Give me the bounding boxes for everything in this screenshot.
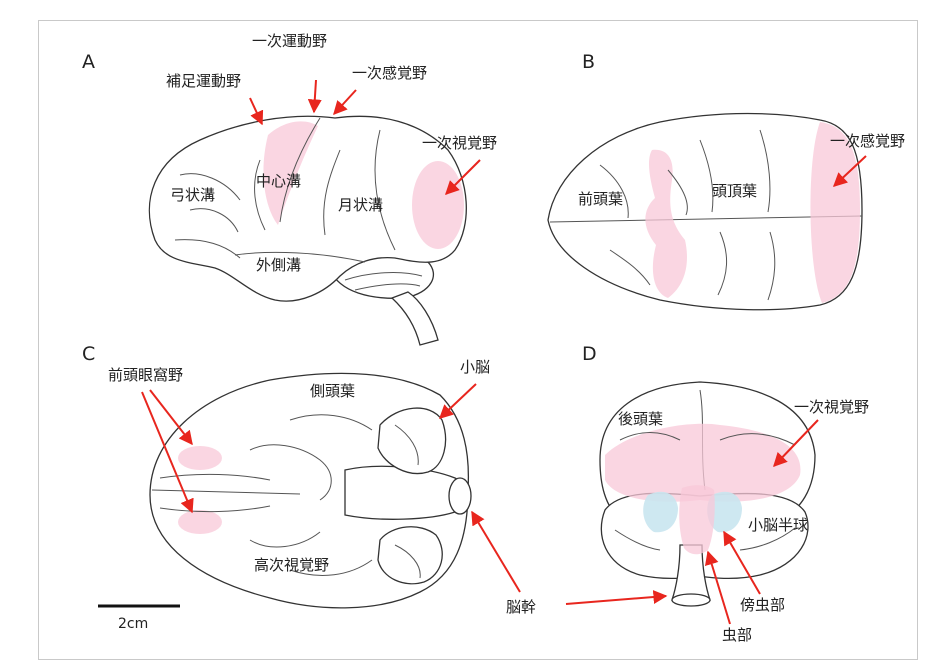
arrow-c-brainstem <box>472 512 520 592</box>
label-supplementary-motor: 補足運動野 <box>166 72 241 90</box>
arrow-a-primary-somatosensory <box>334 90 356 114</box>
label-arcuate-sulcus: 弓状溝 <box>170 186 215 204</box>
panel-a-brainstem <box>392 292 438 345</box>
panel-d: D 後頭葉 一次視覚野 小脳半球 傍虫部 虫部 <box>566 343 869 644</box>
label-orbitofrontal: 前頭眼窩野 <box>108 366 183 384</box>
label-a-primary-somatosensory: 一次感覚野 <box>352 64 427 82</box>
panel-b-letter: B <box>582 51 595 73</box>
label-lunate-sulcus: 月状溝 <box>338 196 383 214</box>
arrow-primary-motor <box>314 80 316 112</box>
panel-b: B 前頭葉 頭頂葉 一次感覚野 <box>548 51 905 310</box>
panel-a-letter: A <box>82 51 95 73</box>
label-parietal-lobe: 頭頂葉 <box>712 182 757 200</box>
label-temporal-lobe: 側頭葉 <box>310 382 355 400</box>
label-b-primary-somatosensory: 一次感覚野 <box>830 132 905 150</box>
panel-c: C 前頭眼窩野 側頭葉 小脳 高次視覚野 脳幹 <box>82 343 536 616</box>
label-cerebellar-hemisphere: 小脳半球 <box>748 516 808 534</box>
panel-c-orbitofrontal-lower <box>178 510 222 534</box>
label-brainstem: 脳幹 <box>506 598 536 616</box>
panel-d-vermis <box>679 485 715 554</box>
label-primary-motor: 一次運動野 <box>252 32 327 50</box>
label-central-sulcus: 中心溝 <box>256 172 301 190</box>
label-d-primary-visual: 一次視覚野 <box>794 398 869 416</box>
scale-bar: 2cm <box>98 606 180 632</box>
label-occipital-lobe: 後頭葉 <box>618 410 663 428</box>
panel-a: A 補足運動野 一次運動野 一次感覚野 一次視覚野 弓状溝 中心溝 <box>82 32 497 345</box>
arrow-d-brainstem <box>566 596 666 604</box>
panel-c-letter: C <box>82 343 95 365</box>
arrow-supplementary-motor <box>250 98 262 124</box>
label-vermis: 虫部 <box>722 626 752 644</box>
label-cerebellum: 小脳 <box>460 358 490 376</box>
panel-d-letter: D <box>582 343 597 365</box>
panel-a-visual-area <box>412 161 464 249</box>
label-paravermis: 傍虫部 <box>740 596 785 614</box>
label-a-primary-visual: 一次視覚野 <box>422 134 497 152</box>
label-higher-visual: 高次視覚野 <box>254 556 329 574</box>
label-lateral-sulcus: 外側溝 <box>256 256 301 274</box>
label-frontal-lobe: 前頭葉 <box>578 190 623 208</box>
scale-bar-label: 2cm <box>118 616 148 632</box>
panel-d-brainstem-end <box>672 594 710 606</box>
panel-c-brainstem-end <box>449 478 471 514</box>
panel-c-orbitofrontal-upper <box>178 446 222 470</box>
